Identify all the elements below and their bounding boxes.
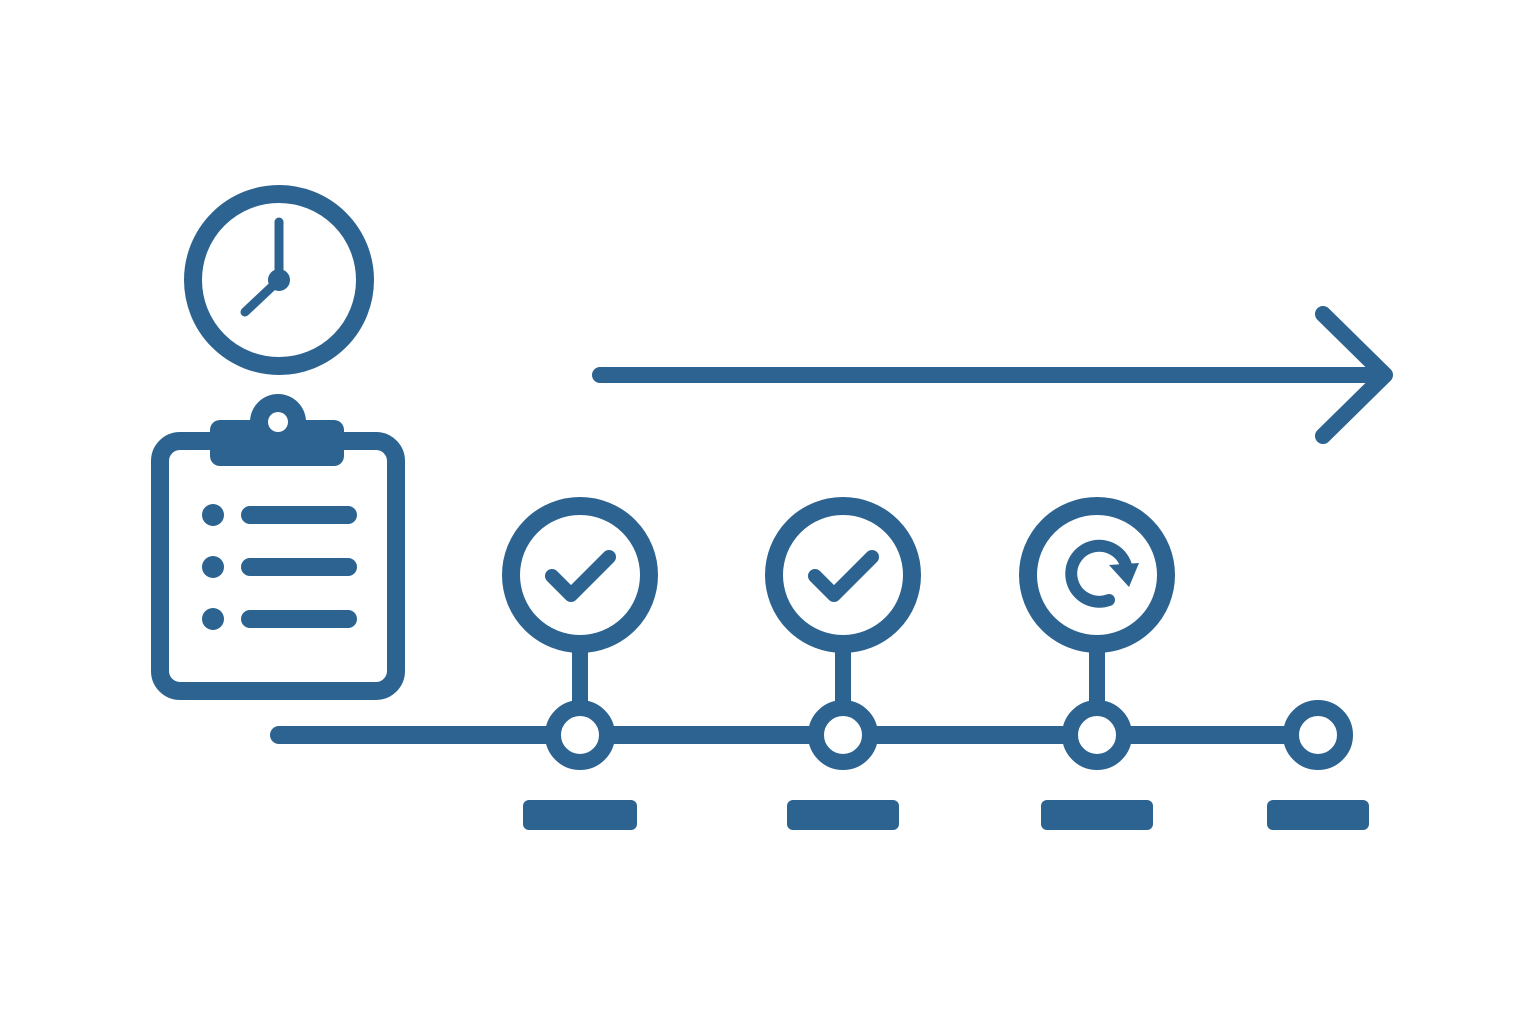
milestone-node [1283, 700, 1353, 770]
checklist-bullet [202, 608, 224, 630]
clock-icon [184, 185, 374, 375]
milestone-in-progress [1019, 497, 1175, 830]
checklist-row [202, 608, 357, 630]
checklist-row [202, 504, 357, 526]
milestone-badge [765, 497, 921, 653]
milestone-node [808, 700, 878, 770]
milestone-badge [1019, 497, 1175, 653]
clipboard-clip-hole [268, 412, 288, 432]
milestone-completed [765, 497, 921, 830]
arrow-head [1315, 306, 1393, 444]
clock-center [268, 269, 290, 291]
milestone-label-placeholder [787, 800, 899, 830]
milestone-label-placeholder [1041, 800, 1153, 830]
clipboard-checklist-icon [151, 394, 405, 700]
milestone-completed [502, 497, 658, 830]
milestone-label-placeholder [523, 800, 637, 830]
milestone-node [1062, 700, 1132, 770]
check-icon [808, 550, 879, 602]
checklist-bullet [202, 556, 224, 578]
checklist-row [202, 556, 357, 578]
milestone-upcoming [1267, 700, 1369, 830]
milestones [502, 497, 1369, 830]
check-icon [545, 550, 616, 602]
milestone-badge [502, 497, 658, 653]
checklist-bullet [202, 504, 224, 526]
arrow-right-icon [592, 306, 1393, 444]
milestone-node [545, 700, 615, 770]
checklist [202, 504, 357, 630]
milestone-label-placeholder [1267, 800, 1369, 830]
refresh-icon [1065, 539, 1139, 608]
